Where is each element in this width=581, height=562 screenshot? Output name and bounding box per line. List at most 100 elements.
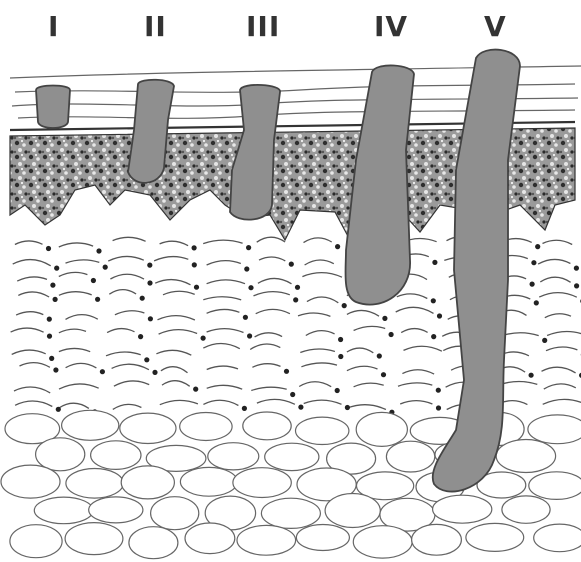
fat-cell <box>180 413 232 441</box>
dermis-fibre <box>404 346 442 351</box>
dermis-fibre <box>156 350 191 355</box>
dermis-cell <box>338 337 343 342</box>
level-label-5: V <box>484 10 507 43</box>
dermis-cell <box>295 285 300 290</box>
fat-cell <box>120 413 176 443</box>
fat-cell <box>386 441 434 472</box>
dermis-cell <box>247 333 252 338</box>
dermis-fibre <box>259 257 285 261</box>
fat-cell <box>496 440 555 473</box>
dermis-fibre <box>547 332 581 336</box>
dermis-fibre <box>160 241 189 246</box>
dermis-fibre <box>14 387 50 393</box>
dermis-cell <box>382 316 387 321</box>
fat-cell <box>10 525 62 558</box>
dermis-fibre <box>203 343 240 348</box>
dermis-fibre <box>546 347 577 351</box>
dermis-fibre <box>108 256 144 261</box>
fat-cell <box>502 496 550 523</box>
fat-cell <box>91 441 141 470</box>
dermis-cell <box>54 266 59 271</box>
dermis-cell <box>103 265 108 270</box>
dermis-fibre <box>347 348 373 353</box>
dermis-cell <box>284 369 289 374</box>
fat-cell <box>62 410 119 440</box>
dermis-fibre <box>59 384 99 389</box>
dermis-fibre <box>398 383 432 386</box>
dermis-cell <box>192 245 197 250</box>
dermis-fibre <box>59 348 90 351</box>
dermis-cell <box>574 283 579 288</box>
dermis-cell <box>243 315 248 320</box>
fat-cell <box>66 469 123 499</box>
dermis-cell <box>335 388 340 393</box>
dermis-cell <box>53 297 58 302</box>
dermis-cell <box>529 373 534 378</box>
dermis-fibre <box>18 292 49 297</box>
dermis-cell <box>530 282 535 287</box>
dermis-fibre <box>302 273 342 278</box>
dermis-cell <box>342 303 347 308</box>
dermis-fibre <box>66 260 100 263</box>
dermis-cell <box>47 334 52 339</box>
dermis-fibre <box>397 294 428 299</box>
dermis-fibre <box>107 329 134 333</box>
dermis-cell <box>95 297 100 302</box>
fat-cell <box>265 443 319 470</box>
tumor-level-4 <box>345 65 414 304</box>
dermis-cell <box>144 357 149 362</box>
dermis-cell <box>244 266 249 271</box>
dermis-fibre <box>20 363 50 368</box>
dermis-fibre <box>160 400 198 404</box>
dermis-fibre <box>159 330 198 335</box>
dermis-cell <box>201 336 206 341</box>
dermis-fibre <box>347 366 378 370</box>
fat-cell <box>208 443 259 470</box>
dermis-cell <box>431 298 436 303</box>
fat-cell <box>296 525 349 551</box>
dermis-fibre <box>396 307 434 313</box>
dermis-cell <box>91 278 96 283</box>
dermis-cell <box>100 369 105 374</box>
fat-cell <box>433 495 492 523</box>
dermis-fibre <box>113 237 146 241</box>
dermis-fibre <box>109 290 136 295</box>
dermis-fibre <box>203 400 238 405</box>
fat-cell <box>34 497 93 524</box>
dermis-cell <box>138 334 143 339</box>
dermis-fibre <box>257 399 295 404</box>
dermis-fibre <box>158 316 195 320</box>
dermis-cell <box>289 262 294 267</box>
dermis-cell <box>574 266 579 271</box>
dermis-fibre <box>110 274 144 279</box>
dermis-cell <box>534 300 539 305</box>
dermis-cell <box>96 248 101 253</box>
fat-cell <box>121 466 174 499</box>
dermis-fibre <box>306 331 335 336</box>
dermis-cell <box>436 405 441 410</box>
dermis-fibre <box>207 385 243 389</box>
fat-cell <box>529 472 581 500</box>
dermis-cell <box>147 263 152 268</box>
dermis-fibre <box>203 240 242 243</box>
dermis-cell <box>242 406 247 411</box>
dermis-fibre <box>538 259 570 264</box>
dermis-fibre <box>251 387 286 390</box>
dermis-cell <box>193 387 198 392</box>
fat-cell <box>528 415 581 444</box>
dermis-fibre <box>544 384 576 389</box>
fat-cell <box>296 417 349 444</box>
dermis-fibre <box>252 364 280 368</box>
dermis-fibre <box>304 400 342 404</box>
dermis-fibre <box>16 312 43 315</box>
dermis-fibre <box>298 313 330 316</box>
dermis-cell <box>56 407 61 412</box>
dermis-fibre <box>161 367 188 373</box>
dermis-fibre <box>543 399 581 404</box>
fat-cell <box>261 498 320 528</box>
fat-cell <box>151 497 199 530</box>
dermis-cell <box>298 405 303 410</box>
dermis-cell <box>152 370 157 375</box>
